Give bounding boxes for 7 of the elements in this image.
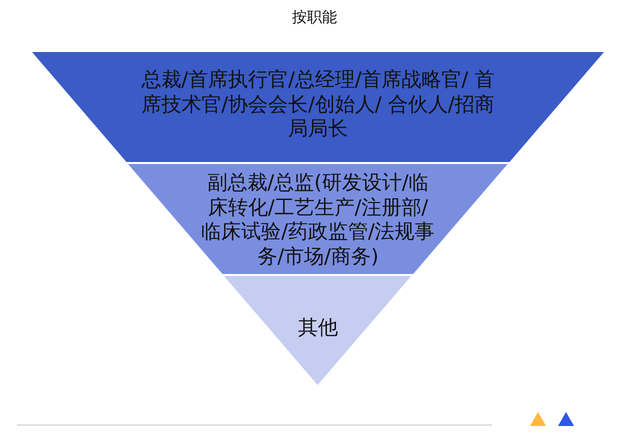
tier-label: 副总裁/总监(研发设计/临床转化/工艺生产/注册部/临床试验/药政监管/法规事务/市场/商务) <box>200 170 436 268</box>
pyramid-tier <box>32 52 604 162</box>
pyramid-tier <box>128 164 508 274</box>
tier-label: 总裁/首席执行官/总经理/首席战略官/ 首席技术官/协会会长/创始人/ 合伙人/招商局局长 <box>140 67 496 140</box>
title: 按职能 <box>292 8 337 27</box>
pyramid-tier <box>224 276 412 385</box>
tier-label: 其他 <box>296 315 339 340</box>
